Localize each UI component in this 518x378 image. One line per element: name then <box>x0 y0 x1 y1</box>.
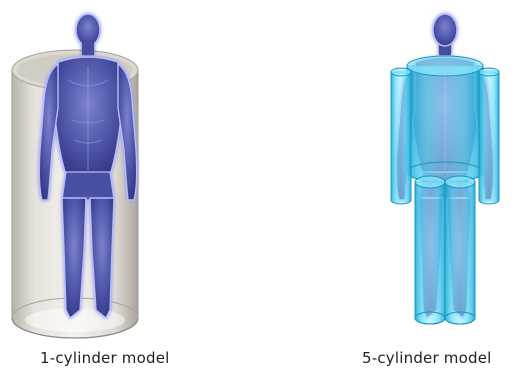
one-cylinder-illustration <box>0 0 259 378</box>
one-cylinder-panel: 1-cylinder model <box>0 0 259 378</box>
right-leg-cylinder <box>445 176 475 324</box>
five-cylinder-caption: 5-cylinder model <box>362 349 492 367</box>
right-arm-cylinder <box>479 68 499 204</box>
five-cylinder-illustration <box>259 0 518 378</box>
one-cylinder-caption: 1-cylinder model <box>40 349 170 367</box>
five-cylinder-panel: 5-cylinder model <box>259 0 518 378</box>
torso-cylinder <box>407 56 483 182</box>
five-cylinders <box>391 56 499 324</box>
left-leg-cylinder <box>415 176 445 324</box>
head-right <box>433 14 457 46</box>
left-arm-cylinder <box>391 68 411 204</box>
